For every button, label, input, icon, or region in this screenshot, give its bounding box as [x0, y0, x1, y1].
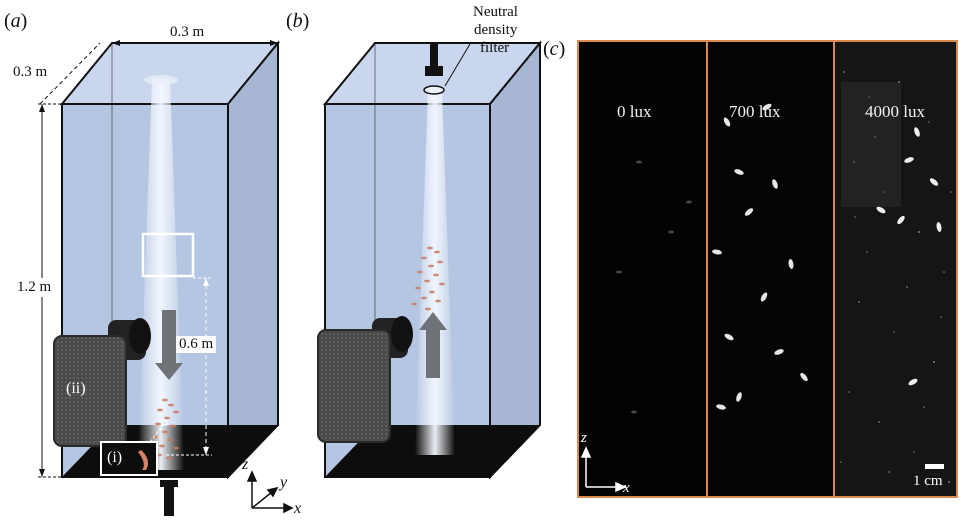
filter-label-2: density: [474, 22, 518, 38]
tank-a: [38, 40, 281, 516]
scale-bar-label: 1 cm: [913, 473, 943, 489]
axis3d-z-label: z: [242, 456, 249, 473]
axis3d-x-label: x: [294, 500, 302, 517]
micrograph-overlay: [580, 71, 952, 493]
micro-axis-x-label: x: [623, 480, 630, 496]
dim-width-label: 0.3 m: [170, 24, 205, 40]
column-700-lux-label: 700 lux: [729, 102, 781, 121]
axes-3d: [246, 470, 294, 514]
callout-cluster-label: (i): [107, 449, 123, 466]
panel-label-c: (c): [543, 38, 566, 60]
callout-camera-label: (ii): [66, 380, 86, 397]
column-0-lux: [579, 42, 706, 496]
dim-depth-label: 0.3 m: [13, 64, 48, 80]
dim-distance-label: 0.6 m: [176, 336, 217, 353]
column-4000-lux-label: 4000 lux: [865, 102, 925, 121]
column-4000-lux: [835, 42, 956, 496]
dim-height-label: 1.2 m: [14, 278, 55, 297]
panel-label-a: (a): [4, 10, 28, 32]
column-0-lux-label: 0 lux: [617, 102, 652, 121]
micrograph-panel: 0 lux 700 lux 4000 lux z x 1 cm: [577, 40, 958, 498]
tank-b: [317, 40, 543, 480]
scale-bar: [925, 464, 944, 469]
micro-axis-z-label: z: [581, 430, 587, 446]
column-700-lux: [708, 42, 833, 496]
column-divider: [706, 42, 708, 496]
axis3d-y-label: y: [280, 474, 288, 491]
filter-label-3: filter: [480, 40, 510, 56]
panel-label-b: (b): [286, 10, 310, 32]
filter-label-1: Neutral: [473, 4, 518, 20]
column-divider: [833, 42, 835, 496]
